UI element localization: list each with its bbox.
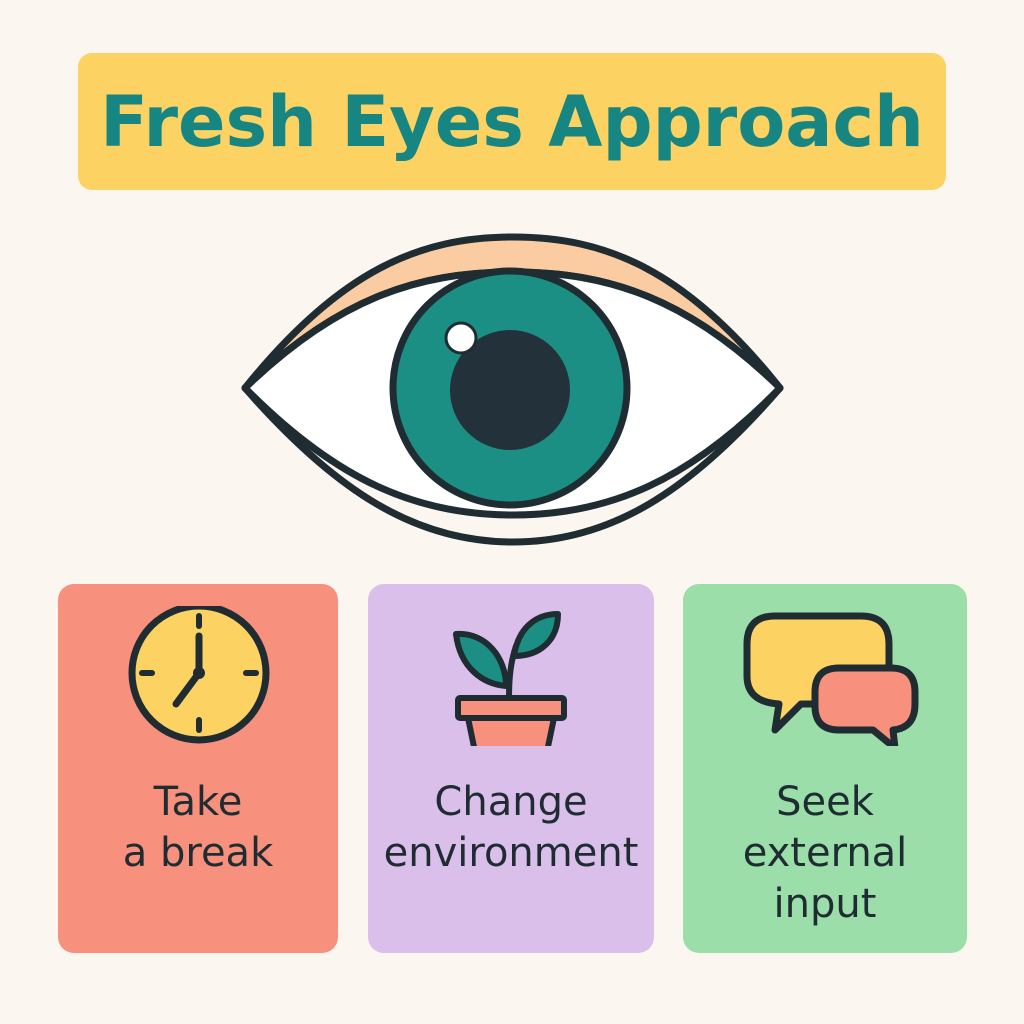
clock-icon bbox=[128, 606, 270, 744]
card-label-line: input bbox=[773, 881, 877, 927]
page-title: Fresh Eyes Approach bbox=[100, 80, 924, 163]
speech-bubbles-icon bbox=[743, 612, 919, 746]
card-label-line: Change bbox=[434, 779, 588, 825]
card-label: Take a break bbox=[58, 777, 338, 879]
card-label-line: Take bbox=[153, 779, 243, 825]
card-take-break: Take a break bbox=[58, 584, 338, 953]
card-label: Change environment bbox=[368, 777, 654, 879]
card-label-line: Seek bbox=[776, 779, 874, 825]
card-seek-input: Seek external input bbox=[683, 584, 967, 953]
card-change-environment: Change environment bbox=[368, 584, 654, 953]
card-label-line: external bbox=[742, 830, 908, 876]
potted-plant-icon bbox=[453, 611, 567, 746]
title-banner: Fresh Eyes Approach bbox=[78, 53, 946, 190]
card-label: Seek external input bbox=[683, 777, 967, 930]
card-label-line: a break bbox=[122, 830, 274, 876]
eye-icon bbox=[241, 233, 784, 546]
card-label-line: environment bbox=[383, 830, 639, 876]
